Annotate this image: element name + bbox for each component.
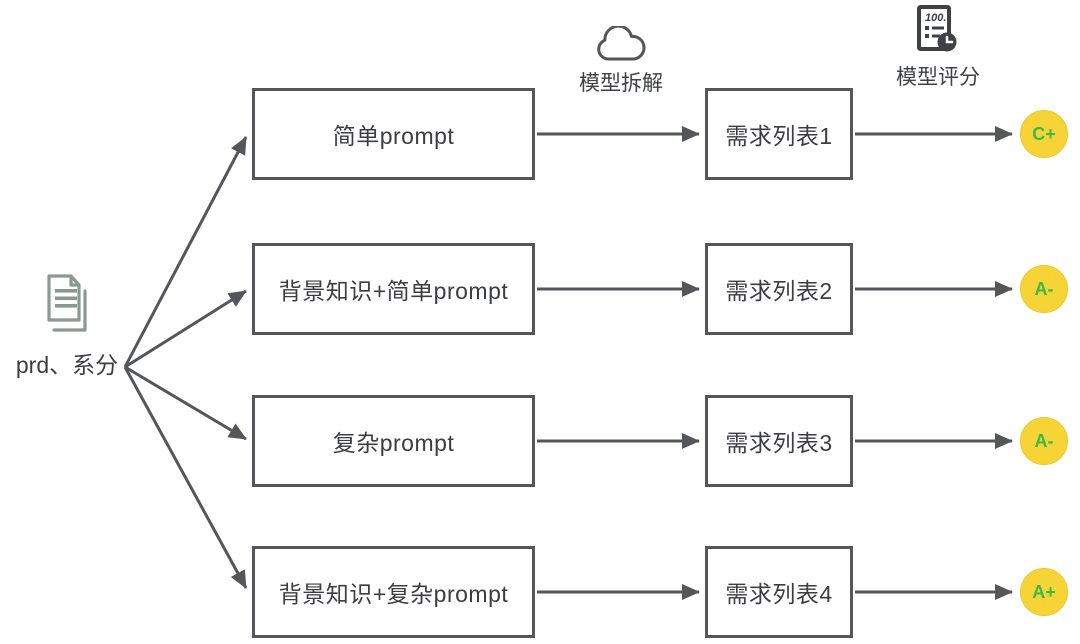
arrow-source-to-prompt-2 — [124, 289, 247, 369]
grade-badge-1: C+ — [1020, 110, 1073, 161]
cloud-icon — [597, 26, 646, 61]
source-node: prd、系分 — [4, 272, 130, 380]
prompt-box-3: 复杂prompt — [252, 395, 535, 487]
source-label: prd、系分 — [15, 352, 119, 378]
prompt-box-4: 背景知识+复杂prompt — [252, 546, 535, 638]
stage-score-label: 模型评分 — [896, 66, 980, 89]
prompt-box-2: 背景知识+简单prompt — [252, 243, 535, 335]
prompt-box-1: 简单prompt — [252, 88, 535, 180]
grade-badge-2: A- — [1020, 265, 1073, 316]
result-box-2: 需求列表2 — [705, 243, 853, 335]
scorecard-icon: 100. — [917, 5, 957, 52]
svg-text:100.: 100. — [925, 12, 946, 24]
arrow-source-to-prompt-3 — [124, 365, 247, 441]
result-box-3: 需求列表3 — [705, 395, 853, 487]
stage-decompose-label: 模型拆解 — [579, 72, 663, 95]
document-icon — [47, 274, 87, 332]
result-box-1: 需求列表1 — [705, 88, 853, 180]
grade-badge-3: A- — [1020, 417, 1073, 468]
grade-badge-4: A+ — [1020, 568, 1073, 619]
stage-decompose: 模型拆解 — [566, 26, 676, 97]
arrow-source-to-prompt-1 — [123, 136, 248, 368]
arrow-source-to-prompt-4 — [123, 366, 248, 589]
stage-score: 100. 模型评分 — [883, 4, 993, 91]
result-box-4: 需求列表4 — [705, 546, 853, 638]
